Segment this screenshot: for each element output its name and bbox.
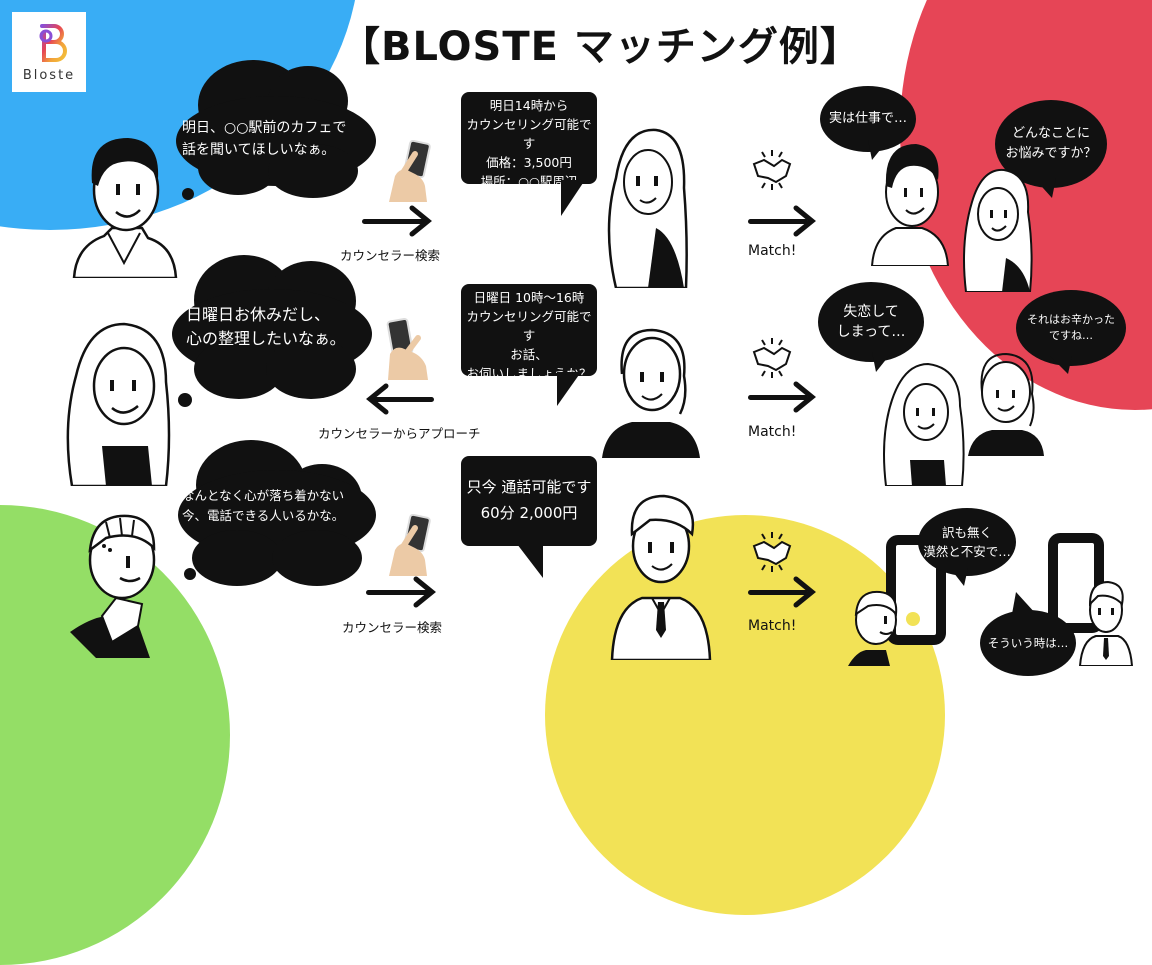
arrow-left-2: [372, 397, 434, 402]
counselor-man-suit-illustration: [610, 494, 712, 660]
counselor-offer-bubble-1: 明日14時から カウンセリング可能です 価格：3,500円 場所：○○駅周辺: [461, 92, 597, 216]
smartphone-left-icon: [886, 535, 946, 645]
action-label-3: カウンセラー検索: [342, 620, 443, 635]
arrow-right-head-icon: [413, 576, 436, 608]
arrow-left-head-icon: [366, 383, 389, 415]
hand-holding-smartphone-icon: [389, 514, 431, 576]
client-man-illustration: [72, 138, 178, 278]
match-label-3: Match!: [748, 618, 797, 634]
result-counselor-woman-illustration: [963, 168, 1033, 292]
arrow-right-1: [362, 219, 426, 224]
counselor-offer-bubble-2: 日曜日 10時〜16時 カウンセリング可能です お話、 お伺いしましょうか？: [461, 284, 597, 406]
client-thought-cloud-1: 明日、○○駅前のカフェで 話を聞いてほしいなぁ。: [168, 60, 383, 210]
client-speech-bubble-2: 失恋してしまって…: [818, 282, 924, 362]
speech-tail: [1050, 356, 1072, 374]
hand-holding-smartphone-icon: [389, 140, 431, 202]
match-label-1: Match!: [748, 243, 797, 259]
client-thought-text-3: なんとなく心が落ち着かない 今、電話できる人いるかな。: [182, 488, 345, 523]
arrow-right-3: [366, 590, 430, 595]
counselor-woman-illustration-1: [607, 128, 688, 288]
client-thought-cloud-3: なんとなく心が落ち着かない 今、電話できる人いるかな。: [172, 440, 380, 600]
speech-tail: [872, 352, 892, 372]
counselor-woman-illustration-2: [602, 328, 700, 458]
yellow-corner-blob: [545, 515, 945, 915]
match-arrow-2: [748, 395, 808, 400]
result-client-woman-illustration: [883, 362, 965, 486]
match-arrow-1: [748, 219, 808, 224]
hand-holding-smartphone-icon: [386, 318, 428, 380]
client-young-man-illustration: [70, 514, 156, 658]
arrow-right-head-icon: [793, 576, 816, 608]
handshake-icon: [752, 532, 792, 572]
logo-text: Bloste: [22, 68, 76, 83]
client-thought-text-1: 明日、○○駅前のカフェで 話を聞いてほしいなぁ。: [182, 120, 347, 158]
client-thought-text-2: 日曜日お休みだし、 心の整理したいなぁ。: [186, 305, 346, 348]
bloste-logo: Bloste: [12, 12, 86, 92]
page-title: 【BLOSTE マッチング例】: [340, 24, 861, 70]
arrow-right-head-icon: [409, 205, 432, 237]
client-speech-bubble-3: 訳も無く漠然と不安で…: [918, 508, 1016, 576]
speech-tail: [1012, 592, 1036, 614]
result-client-young-man-illustration: [848, 590, 898, 666]
arrow-right-head-icon: [793, 205, 816, 237]
result-counselor-woman-illustration-2: [968, 352, 1044, 456]
handshake-icon: [752, 338, 792, 378]
arrow-right-head-icon: [793, 381, 816, 413]
action-label-1: カウンセラー検索: [340, 248, 441, 263]
phone-home-button: [906, 612, 920, 626]
client-thought-cloud-2: 日曜日お休みだし、 心の整理したいなぁ。: [170, 255, 375, 415]
speech-tail: [1034, 178, 1056, 198]
counselor-offer-bubble-3: 只今 通話可能です 60分 2,000円: [461, 456, 597, 578]
action-label-2: カウンセラーからアプローチ: [318, 426, 481, 441]
counselor-speech-bubble-1: どんなことにお悩みですか？: [995, 100, 1107, 188]
match-arrow-3: [748, 590, 808, 595]
result-counselor-man-illustration: [1078, 580, 1134, 666]
speech-tail: [950, 568, 968, 586]
phone-home-button: [1067, 604, 1079, 616]
counselor-speech-bubble-2: それはお辛かったですね…: [1016, 290, 1126, 366]
client-woman-illustration: [66, 322, 171, 486]
bloste-b-logo-icon: [39, 24, 67, 62]
result-client-man-illustration: [870, 144, 950, 266]
match-label-2: Match!: [748, 424, 797, 440]
handshake-icon: [752, 150, 792, 190]
speech-tail: [868, 140, 888, 160]
counselor-speech-bubble-3: そういう時は…: [980, 610, 1076, 676]
